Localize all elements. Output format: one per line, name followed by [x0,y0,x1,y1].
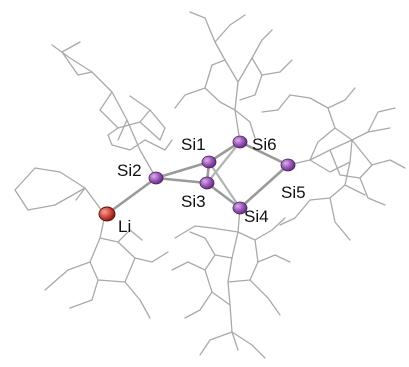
label-si1: Si1 [181,135,206,154]
bond-si2-si1 [154,160,211,180]
atom-si5 [280,158,296,172]
atom-si6 [232,135,248,149]
label-si3: Si3 [181,192,206,211]
ligand-wireframe [14,11,406,359]
bond-si1-si4 [207,160,242,210]
atom-si2 [148,171,164,185]
atom-labels: Si1 Si2 Si3 Si4 Si5 Si6 Li [117,135,306,236]
bond-si3-si6 [205,140,242,185]
atom-li [98,206,116,222]
bond-si6-si5 [238,140,290,167]
label-li: Li [118,217,131,236]
bond-si2-li [105,176,158,216]
atoms [98,135,296,222]
atom-si1 [201,155,217,169]
label-si6: Si6 [252,135,277,154]
bond-si2-si3 [154,176,209,185]
label-si2: Si2 [117,161,142,180]
atom-si3 [199,176,215,190]
atom-si4 [232,201,248,215]
bond-si4-si5 [238,163,290,210]
label-si5: Si5 [281,183,306,202]
label-si4: Si4 [244,207,269,226]
